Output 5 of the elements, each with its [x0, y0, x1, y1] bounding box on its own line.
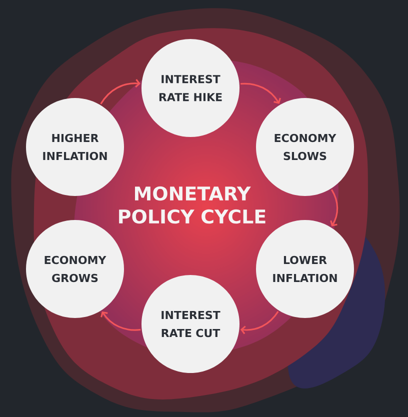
- curved-arrow: [240, 310, 279, 334]
- curved-arrow: [240, 82, 281, 104]
- curved-arrow: [100, 79, 140, 104]
- curved-arrow: [330, 189, 338, 226]
- curved-arrow: [100, 311, 141, 331]
